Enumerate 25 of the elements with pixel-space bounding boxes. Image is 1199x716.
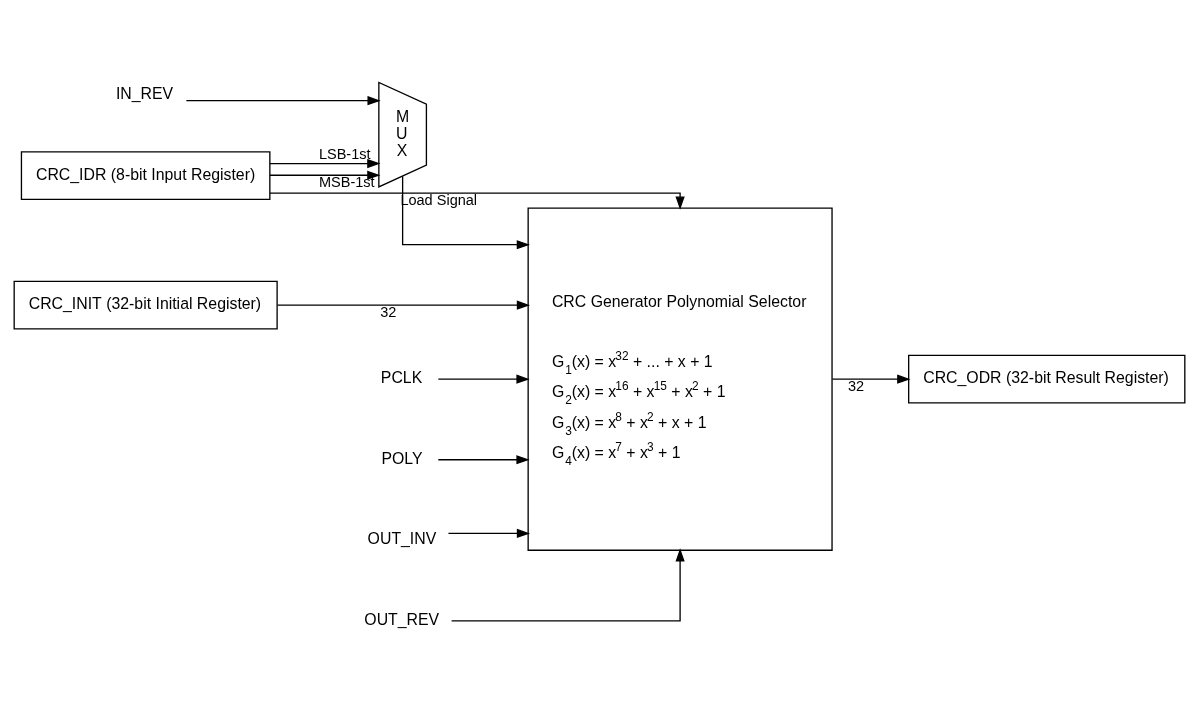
edge-label: LSB-1st — [318, 146, 371, 163]
node-text: PCLK — [380, 369, 423, 387]
arrow — [276, 300, 531, 310]
node-text: POLY — [381, 449, 423, 467]
edge-label: MSB-1st — [318, 173, 375, 190]
node-box: M U X — [378, 81, 428, 188]
node-text: IN_REV — [115, 85, 174, 103]
node-box: CRC_IDR (8-bit Input Register) — [20, 151, 271, 201]
arrow — [447, 528, 531, 539]
arrow — [437, 374, 530, 384]
arrow — [269, 170, 381, 180]
node-box: CRC_ODR (32-bit Result Register) — [908, 354, 1186, 404]
node-text: OUT_REV — [364, 611, 440, 629]
arrow — [437, 455, 530, 465]
node-text: OUT_INV — [367, 530, 437, 548]
arrow — [831, 374, 911, 384]
arrow — [185, 96, 381, 106]
arrow — [269, 192, 685, 210]
node-box: CRC_INIT (32-bit Initial Register) — [13, 280, 278, 330]
arrow — [450, 548, 685, 622]
arrow — [269, 158, 381, 169]
edge-label: 32 — [847, 377, 865, 394]
node-box: CRC Generator Polynomial Selector G$_{1}$(x) = x$^{32}$ + ... + x + 1 G$_{2}$(x) = x$^{16}$ + x$^{15}$ + x$^{2}$ + 1 G$_{3}$(x) = x$^{8}$ + x$^{2}$ + x + 1 G$_{4}$(x) = x$^{7}$ + x$^{3}$ + 1 — [527, 207, 833, 551]
arrow — [401, 175, 530, 250]
edge-label: 32 — [380, 303, 397, 320]
